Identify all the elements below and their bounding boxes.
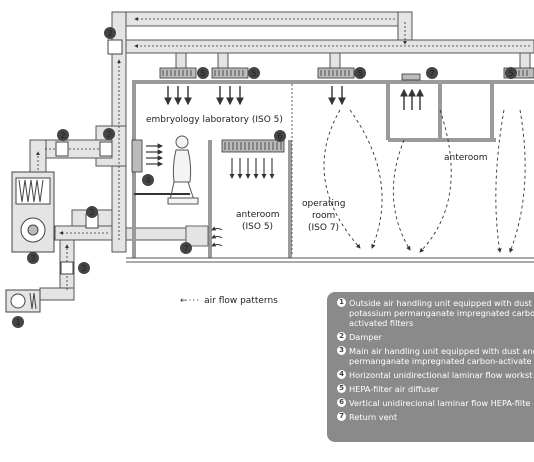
room-label-operating-2: room — [312, 211, 335, 221]
svg-text:2: 2 — [107, 29, 112, 38]
legend-number: 7 — [337, 412, 346, 421]
svg-text:4: 4 — [145, 176, 150, 185]
room-label-anteroom-iso5-1: anteroom — [236, 210, 280, 220]
marker-5-d: 5 — [505, 67, 517, 79]
svg-text:7: 7 — [183, 244, 188, 253]
room-label-embryology: embryology laboratory (ISO 5) — [146, 115, 283, 125]
marker-4: 4 — [142, 174, 154, 186]
supply-ductwork — [29, 11, 534, 301]
hepa-diffuser-2 — [211, 67, 249, 79]
duct-flow-arrows — [36, 17, 530, 290]
svg-text:5: 5 — [251, 69, 256, 78]
airflow-legend-label: air flow patterns — [204, 296, 278, 306]
floor — [126, 257, 534, 263]
legend-text: permanganate impregnated carbon-activate — [349, 356, 532, 366]
horizontal-laminar-workstation — [131, 139, 190, 195]
legend-number: 2 — [337, 332, 346, 341]
legend-text: Outside air handling unit equipped with … — [349, 298, 532, 308]
legend-item-5: 5 HEPA-filter air diffuser — [337, 384, 534, 394]
marker-7-top: 7 — [426, 67, 438, 79]
legend-text: Vertical unidirecional laminar flow HEPA… — [349, 398, 531, 408]
legend-text: HEPA-filter air diffuser — [349, 384, 439, 394]
legend-item-3: 3 Main air handling unit equipped with d… — [337, 346, 534, 366]
marker-3: 3 — [27, 252, 39, 264]
outside-ahu — [5, 289, 41, 313]
technician-figure — [167, 135, 199, 205]
svg-text:5: 5 — [357, 69, 362, 78]
marker-5-c: 5 — [354, 67, 366, 79]
legend-number: 5 — [337, 384, 346, 393]
legend-item-7: 7 Return vent — [337, 412, 534, 422]
legend-text: Return vent — [349, 412, 398, 422]
legend-text: potassium permanganate impregnated carbo — [349, 308, 534, 318]
diffuser-air-arrows — [164, 86, 346, 106]
marker-6: 6 — [274, 130, 286, 142]
hepa-diffuser-3 — [317, 67, 355, 79]
legend-number: 1 — [337, 298, 346, 307]
legend-text: activated filters — [349, 318, 414, 328]
svg-text:5: 5 — [508, 69, 513, 78]
svg-text:2: 2 — [60, 131, 65, 140]
marker-5-a: 5 — [197, 67, 209, 79]
legend-number: 3 — [337, 346, 346, 355]
legend-text: Horizontal unidirectional laminar flow w… — [349, 370, 533, 380]
marker-2-mid: 2 — [103, 128, 115, 140]
airflow-legend: ←···air flow patterns — [180, 296, 278, 306]
legend-panel: 1 Outside air handling unit equipped wit… — [327, 292, 534, 442]
room-label-anteroom-iso5-2: (ISO 5) — [242, 222, 273, 232]
legend-item-1: 1 Outside air handling unit equipped wit… — [337, 298, 534, 328]
svg-text:2: 2 — [89, 208, 94, 217]
legend-item-2: 2 Damper — [337, 332, 534, 342]
return-grille-arrows — [185, 225, 223, 247]
svg-text:2: 2 — [81, 264, 86, 273]
return-vent-arrows — [400, 73, 424, 110]
main-ahu — [11, 171, 55, 253]
room-label-anteroom-right: anteroom — [444, 153, 488, 163]
legend-number: 6 — [337, 398, 346, 407]
room-label-operating-3: (ISO 7) — [308, 223, 339, 233]
vertical-laminar-hood — [221, 139, 285, 179]
legend-number: 4 — [337, 370, 346, 379]
marker-5-b: 5 — [248, 67, 260, 79]
svg-text:7: 7 — [429, 69, 434, 78]
legend-text: Damper — [349, 332, 382, 342]
legend-item-4: 4 Horizontal unidirectional laminar flow… — [337, 370, 534, 380]
marker-badges: 2 2 2 2 2 3 1 4 5 5 5 5 6 7 7 — [12, 27, 517, 328]
room-label-operating-1: operating — [302, 199, 345, 209]
marker-2-ahu: 2 — [86, 206, 98, 218]
marker-1: 1 — [12, 316, 24, 328]
hepa-diffusers — [159, 67, 534, 79]
marker-2-top: 2 — [104, 27, 116, 39]
svg-text:2: 2 — [106, 130, 111, 139]
room-air-patterns — [323, 109, 526, 253]
marker-7-bottom: 7 — [180, 242, 192, 254]
legend-text: Main air handling unit equipped with dus… — [349, 346, 534, 356]
dashed-arrow-icon: ←··· — [180, 296, 201, 306]
svg-text:1: 1 — [15, 318, 20, 327]
svg-text:6: 6 — [277, 132, 282, 141]
hepa-diffuser-1 — [159, 67, 197, 79]
svg-text:5: 5 — [200, 69, 205, 78]
marker-2-left: 2 — [57, 129, 69, 141]
legend-item-6: 6 Vertical unidirecional laminar flow HE… — [337, 398, 534, 408]
svg-text:3: 3 — [30, 254, 35, 263]
marker-2-low: 2 — [78, 262, 90, 274]
